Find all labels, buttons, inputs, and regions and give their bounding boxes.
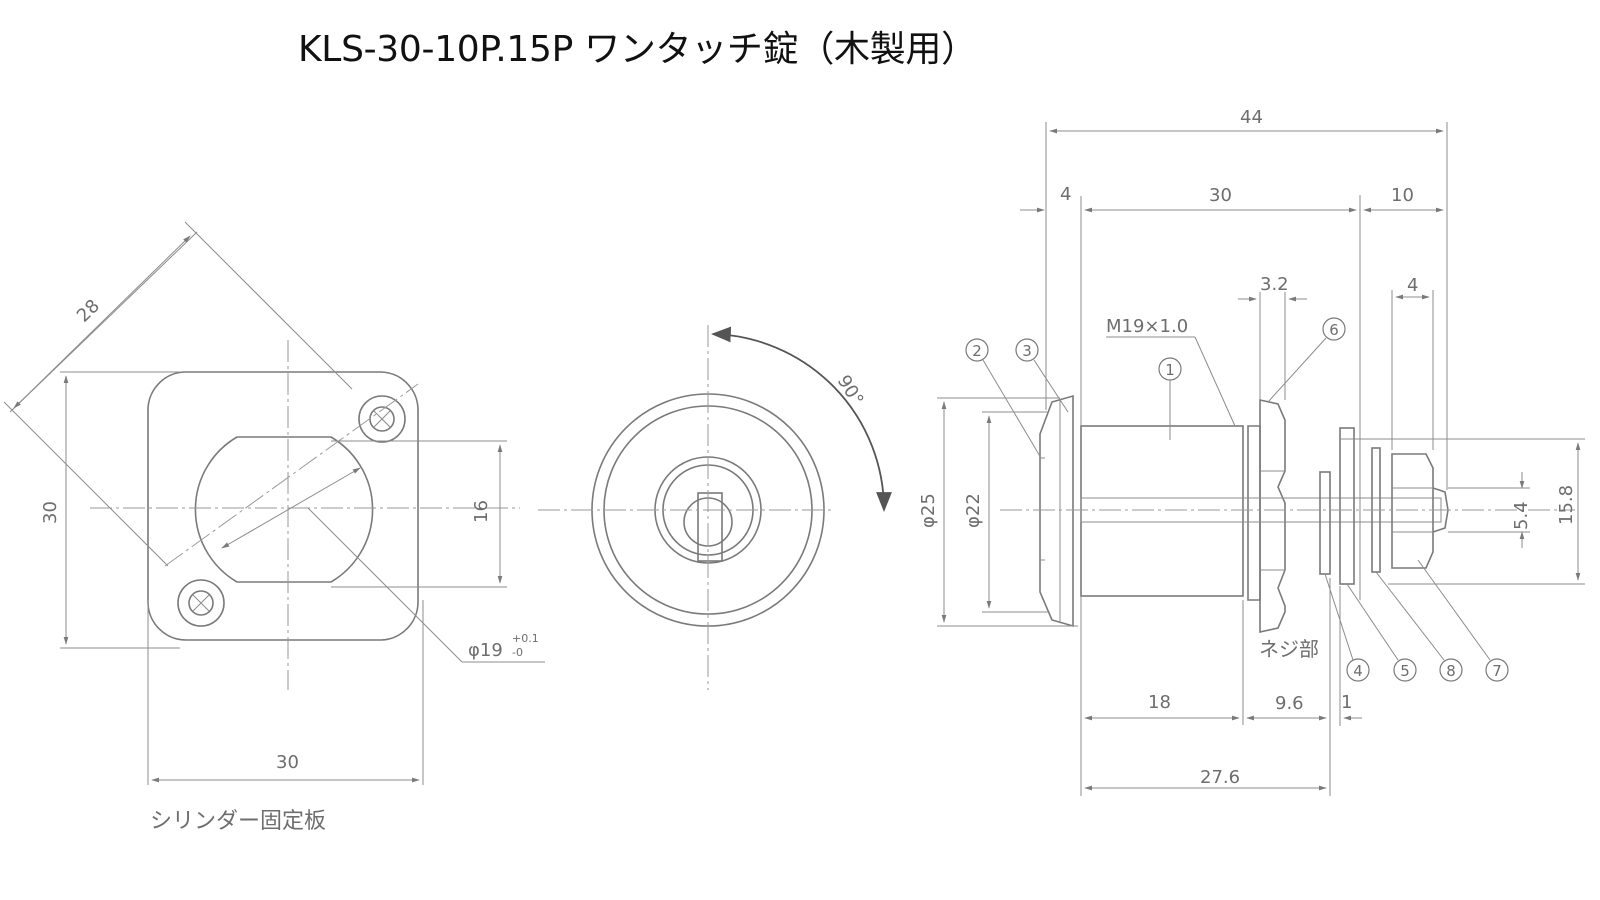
part-bubble-2: 2	[965, 338, 1042, 459]
rotation-arrow	[711, 326, 892, 512]
svg-text:2: 2	[972, 342, 982, 360]
dim-18: 18	[1148, 692, 1171, 713]
side-view: 44 4 30 10 3.2 4 M19×1.0 φ25	[918, 107, 1585, 796]
svg-text:6: 6	[1329, 321, 1339, 339]
cylinder-body	[1080, 425, 1244, 597]
dim-3-2: 3.2	[1260, 274, 1289, 295]
part-bubble-5: 5	[1346, 583, 1417, 682]
front-view: 90°	[538, 325, 892, 690]
svg-text:1: 1	[1165, 361, 1175, 379]
mounting-hole-bottom-left	[177, 579, 225, 627]
svg-text:5: 5	[1400, 662, 1410, 680]
mounting-hole-top-right	[358, 395, 406, 443]
dim-9-6: 9.6	[1275, 693, 1304, 714]
dim-5-4: 5.4	[1511, 501, 1532, 530]
dim-27-6: 27.6	[1200, 767, 1240, 788]
hex-nut	[1259, 399, 1286, 633]
angle-90: 90°	[833, 372, 868, 410]
svg-text:7: 7	[1492, 662, 1502, 680]
plate-caption: シリンダー固定板	[150, 809, 326, 834]
part-bubble-1: 1	[1158, 357, 1182, 440]
thread-label: M19×1.0	[1106, 316, 1188, 337]
part-bubble-6: 6	[1267, 317, 1346, 403]
dim-4-top: 4	[1060, 184, 1071, 205]
thread-part-label: ネジ部	[1259, 637, 1319, 661]
keyhole	[697, 492, 723, 562]
dim-10: 10	[1391, 185, 1414, 206]
drawing-title: KLS-30-10P.15P ワンタッチ錠（木製用）	[298, 29, 977, 70]
dim-1: 1	[1341, 692, 1352, 713]
plate-view: 28 30 30 16 φ19 +0.1 -0 シリンダー固定板	[3, 221, 545, 834]
cam-nut	[1391, 453, 1434, 569]
svg-text:3: 3	[1022, 342, 1032, 360]
dim-44: 44	[1240, 107, 1263, 128]
dim-phi19: φ19	[468, 640, 503, 661]
dim-15-8: 15.8	[1556, 485, 1577, 525]
dim-30-top: 30	[1209, 185, 1232, 206]
plate-outline	[147, 371, 419, 641]
part-5-plate	[1339, 427, 1355, 585]
flange	[1039, 394, 1074, 628]
dim-phi22: φ22	[963, 493, 984, 528]
tolerance-upper: +0.1	[512, 632, 539, 645]
tolerance-lower: -0	[512, 646, 523, 659]
svg-text:4: 4	[1353, 662, 1363, 680]
part-bubble-7: 7	[1417, 559, 1509, 682]
dim-30-left: 30	[40, 501, 61, 524]
plate-opening	[194, 436, 374, 583]
part-bubble-4: 4	[1324, 573, 1370, 682]
part-bubble-8: 8	[1375, 571, 1463, 682]
dim-16: 16	[471, 500, 492, 523]
dim-4-right: 4	[1407, 275, 1418, 296]
part-4-washer	[1319, 471, 1331, 575]
svg-text:8: 8	[1446, 662, 1456, 680]
dim-28: 28	[73, 296, 104, 327]
part-bubble-3: 3	[1015, 338, 1069, 413]
dim-phi25: φ25	[918, 493, 939, 528]
dim-30-bottom: 30	[276, 752, 299, 773]
